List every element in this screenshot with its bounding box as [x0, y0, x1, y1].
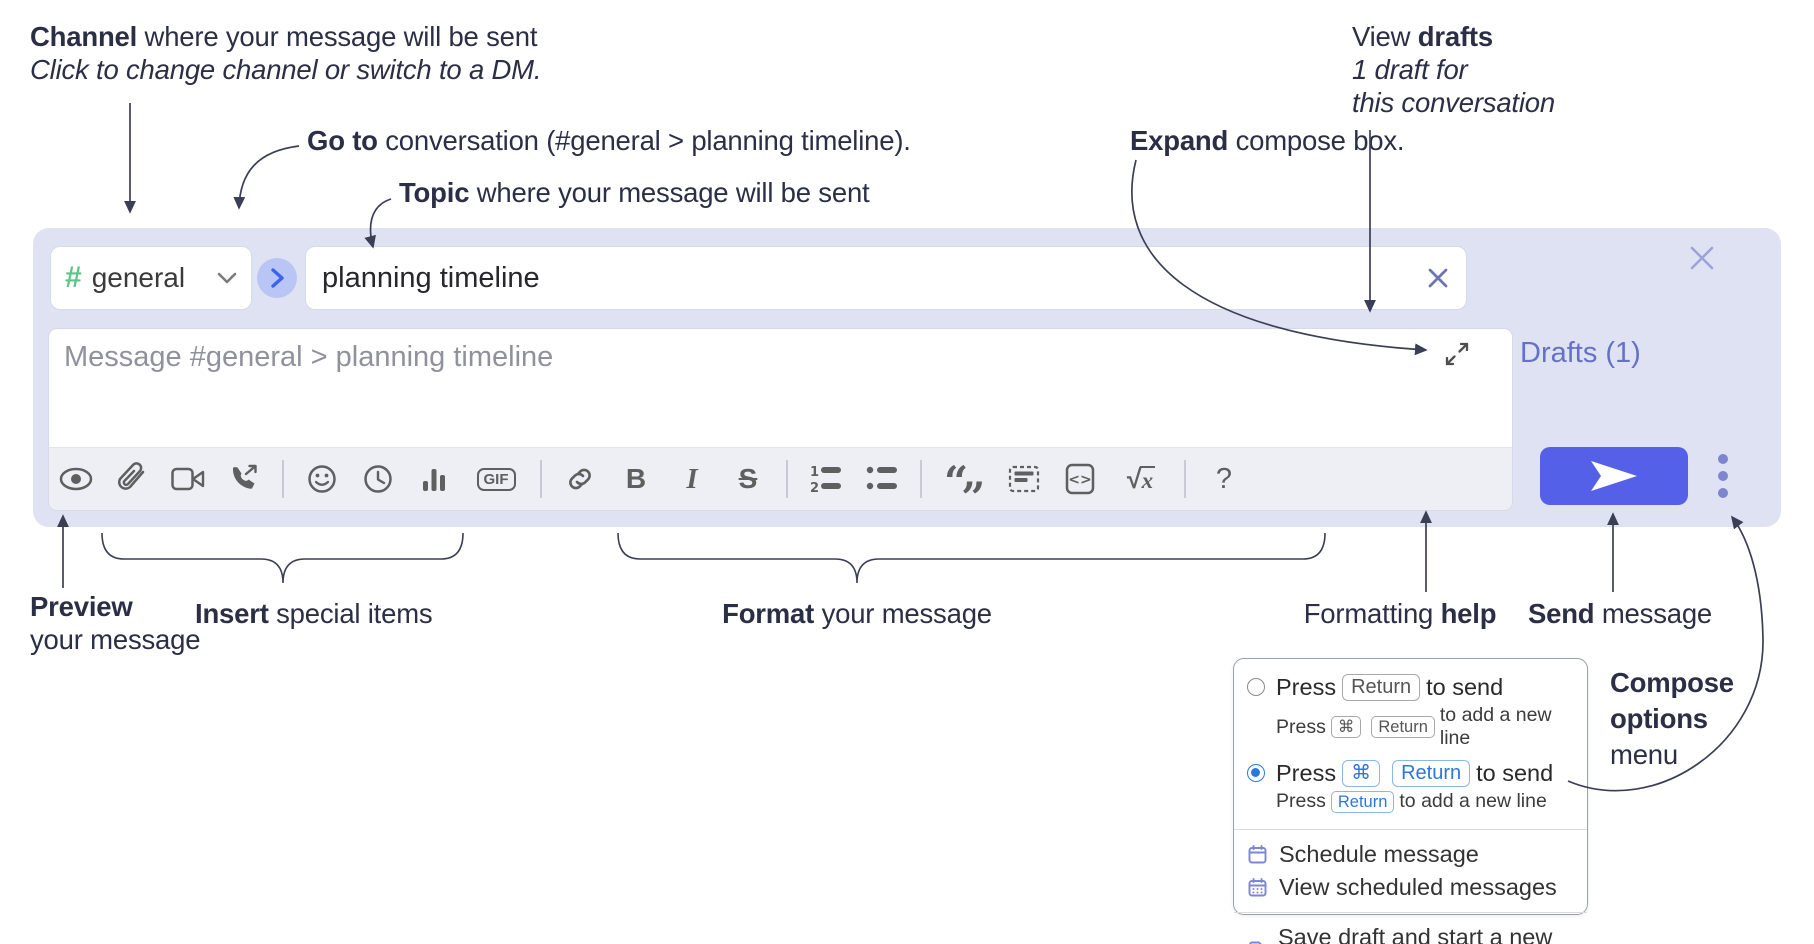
- menu-item-view-scheduled[interactable]: View scheduled messages: [1234, 871, 1587, 904]
- attach-file-icon[interactable]: [114, 457, 150, 501]
- radio-unselected[interactable]: [1247, 678, 1265, 696]
- channel-hash-icon: #: [65, 261, 82, 294]
- poll-icon[interactable]: [416, 457, 452, 501]
- formatting-help-annotation: Formatting help: [1303, 598, 1497, 629]
- video-call-icon[interactable]: [170, 457, 206, 501]
- ellipsis-dot: [1718, 488, 1728, 498]
- svg-text:<>: <>: [1068, 472, 1091, 488]
- emoji-icon[interactable]: [304, 457, 340, 501]
- menu-divider: [1234, 829, 1587, 830]
- kbd-cmd: ⌘: [1330, 716, 1362, 738]
- chevron-down-icon: [217, 272, 237, 284]
- send-annotation: Send message: [1527, 598, 1713, 629]
- radio-selected[interactable]: [1247, 764, 1265, 782]
- menu-item-schedule-message[interactable]: Schedule message: [1234, 838, 1587, 871]
- audio-call-icon[interactable]: [226, 457, 262, 501]
- compose-options-menu: Press Return to send Press ⌘ Return to a…: [1233, 658, 1588, 944]
- toolbar-divider: [786, 460, 788, 498]
- svg-text:2: 2: [810, 481, 819, 494]
- message-input[interactable]: [64, 341, 1454, 441]
- preview-icon[interactable]: [58, 457, 94, 501]
- channel-name: general: [91, 262, 186, 293]
- send-option-return[interactable]: Press Return to send: [1234, 672, 1587, 702]
- clear-topic-icon[interactable]: [1426, 266, 1450, 290]
- send-icon: [1591, 461, 1637, 491]
- go-to-conversation-button[interactable]: [257, 258, 297, 298]
- kbd-return: Return: [1342, 673, 1421, 701]
- menu-divider: [1234, 912, 1587, 913]
- compose-box: # general Drafts (1): [33, 228, 1781, 527]
- bulleted-list-icon[interactable]: [864, 457, 900, 501]
- link-icon[interactable]: [562, 457, 598, 501]
- send-option-cmd-return-sub: Press Return to add a new line: [1276, 790, 1547, 813]
- gif-icon[interactable]: GIF: [472, 457, 520, 501]
- formatting-help-icon[interactable]: ?: [1215, 462, 1233, 495]
- kbd-return: Return: [1371, 716, 1435, 738]
- calendar-icon: [1248, 845, 1267, 864]
- time-icon[interactable]: [360, 457, 396, 501]
- send-option-return-sub: Press ⌘ Return to add a new line: [1276, 704, 1552, 749]
- goto-annotation: Go to conversation (#general > planning …: [307, 125, 911, 156]
- math-icon[interactable]: √x: [1126, 463, 1156, 494]
- channel-selector[interactable]: # general: [50, 246, 252, 310]
- topic-annotation: Topic where your message will be sent: [399, 177, 870, 208]
- calendar-grid-icon: [1248, 878, 1267, 897]
- compose-options-annotation: Compose options menu: [1610, 667, 1734, 770]
- format-annotation: Format your message: [722, 598, 992, 629]
- insert-brace: [101, 532, 464, 584]
- expand-compose-icon[interactable]: [1444, 341, 1470, 367]
- goto-arrow-line: [233, 145, 300, 210]
- toolbar-divider: [920, 460, 922, 498]
- bold-icon[interactable]: B: [625, 463, 647, 494]
- toolbar-divider: [540, 460, 542, 498]
- toolbar-divider: [282, 460, 284, 498]
- spoiler-icon[interactable]: [1006, 457, 1042, 501]
- expand-annotation: Expand compose box.: [1130, 125, 1405, 156]
- svg-text:1: 1: [810, 465, 819, 480]
- italic-icon[interactable]: I: [686, 462, 698, 495]
- code-icon[interactable]: <>: [1062, 457, 1098, 501]
- channel-annotation-rest: where your message will be sent: [137, 21, 538, 52]
- view-drafts-annotation: View drafts 1 draft for this conversatio…: [1352, 21, 1555, 118]
- ellipsis-dot: [1718, 471, 1728, 481]
- send-button[interactable]: [1540, 447, 1688, 505]
- kbd-return: Return: [1330, 790, 1395, 813]
- topic-input[interactable]: [322, 261, 1426, 295]
- chevron-right-icon: [270, 268, 284, 288]
- format-brace: [617, 532, 1326, 584]
- send-option-cmd-return[interactable]: Press ⌘ Return to send: [1234, 758, 1587, 788]
- menu-item-save-draft[interactable]: Save draft and start a new message: [1234, 921, 1587, 944]
- channel-annotation-bold: Channel: [30, 21, 138, 52]
- channel-annotation: Channel where your message will be sent …: [30, 20, 541, 86]
- topic-input-box: [305, 246, 1467, 310]
- preview-annotation: Preview your message: [30, 591, 201, 655]
- close-compose-icon[interactable]: [1688, 244, 1716, 272]
- ellipsis-dot: [1718, 454, 1728, 464]
- channel-annotation-line2: Click to change channel or switch to a D…: [30, 54, 542, 85]
- kbd-return: Return: [1392, 759, 1471, 787]
- insert-annotation: Insert special items: [195, 598, 433, 629]
- drafts-link[interactable]: Drafts (1): [1520, 337, 1641, 369]
- compose-options-menu-button[interactable]: [1706, 447, 1740, 505]
- message-box: GIF B I S 12 “„: [48, 328, 1513, 511]
- strikethrough-icon[interactable]: S: [738, 463, 758, 494]
- draft-icon: [1249, 941, 1262, 944]
- kbd-cmd: ⌘: [1342, 759, 1381, 787]
- toolbar-divider: [1184, 460, 1186, 498]
- quote-icon[interactable]: “„: [944, 449, 986, 506]
